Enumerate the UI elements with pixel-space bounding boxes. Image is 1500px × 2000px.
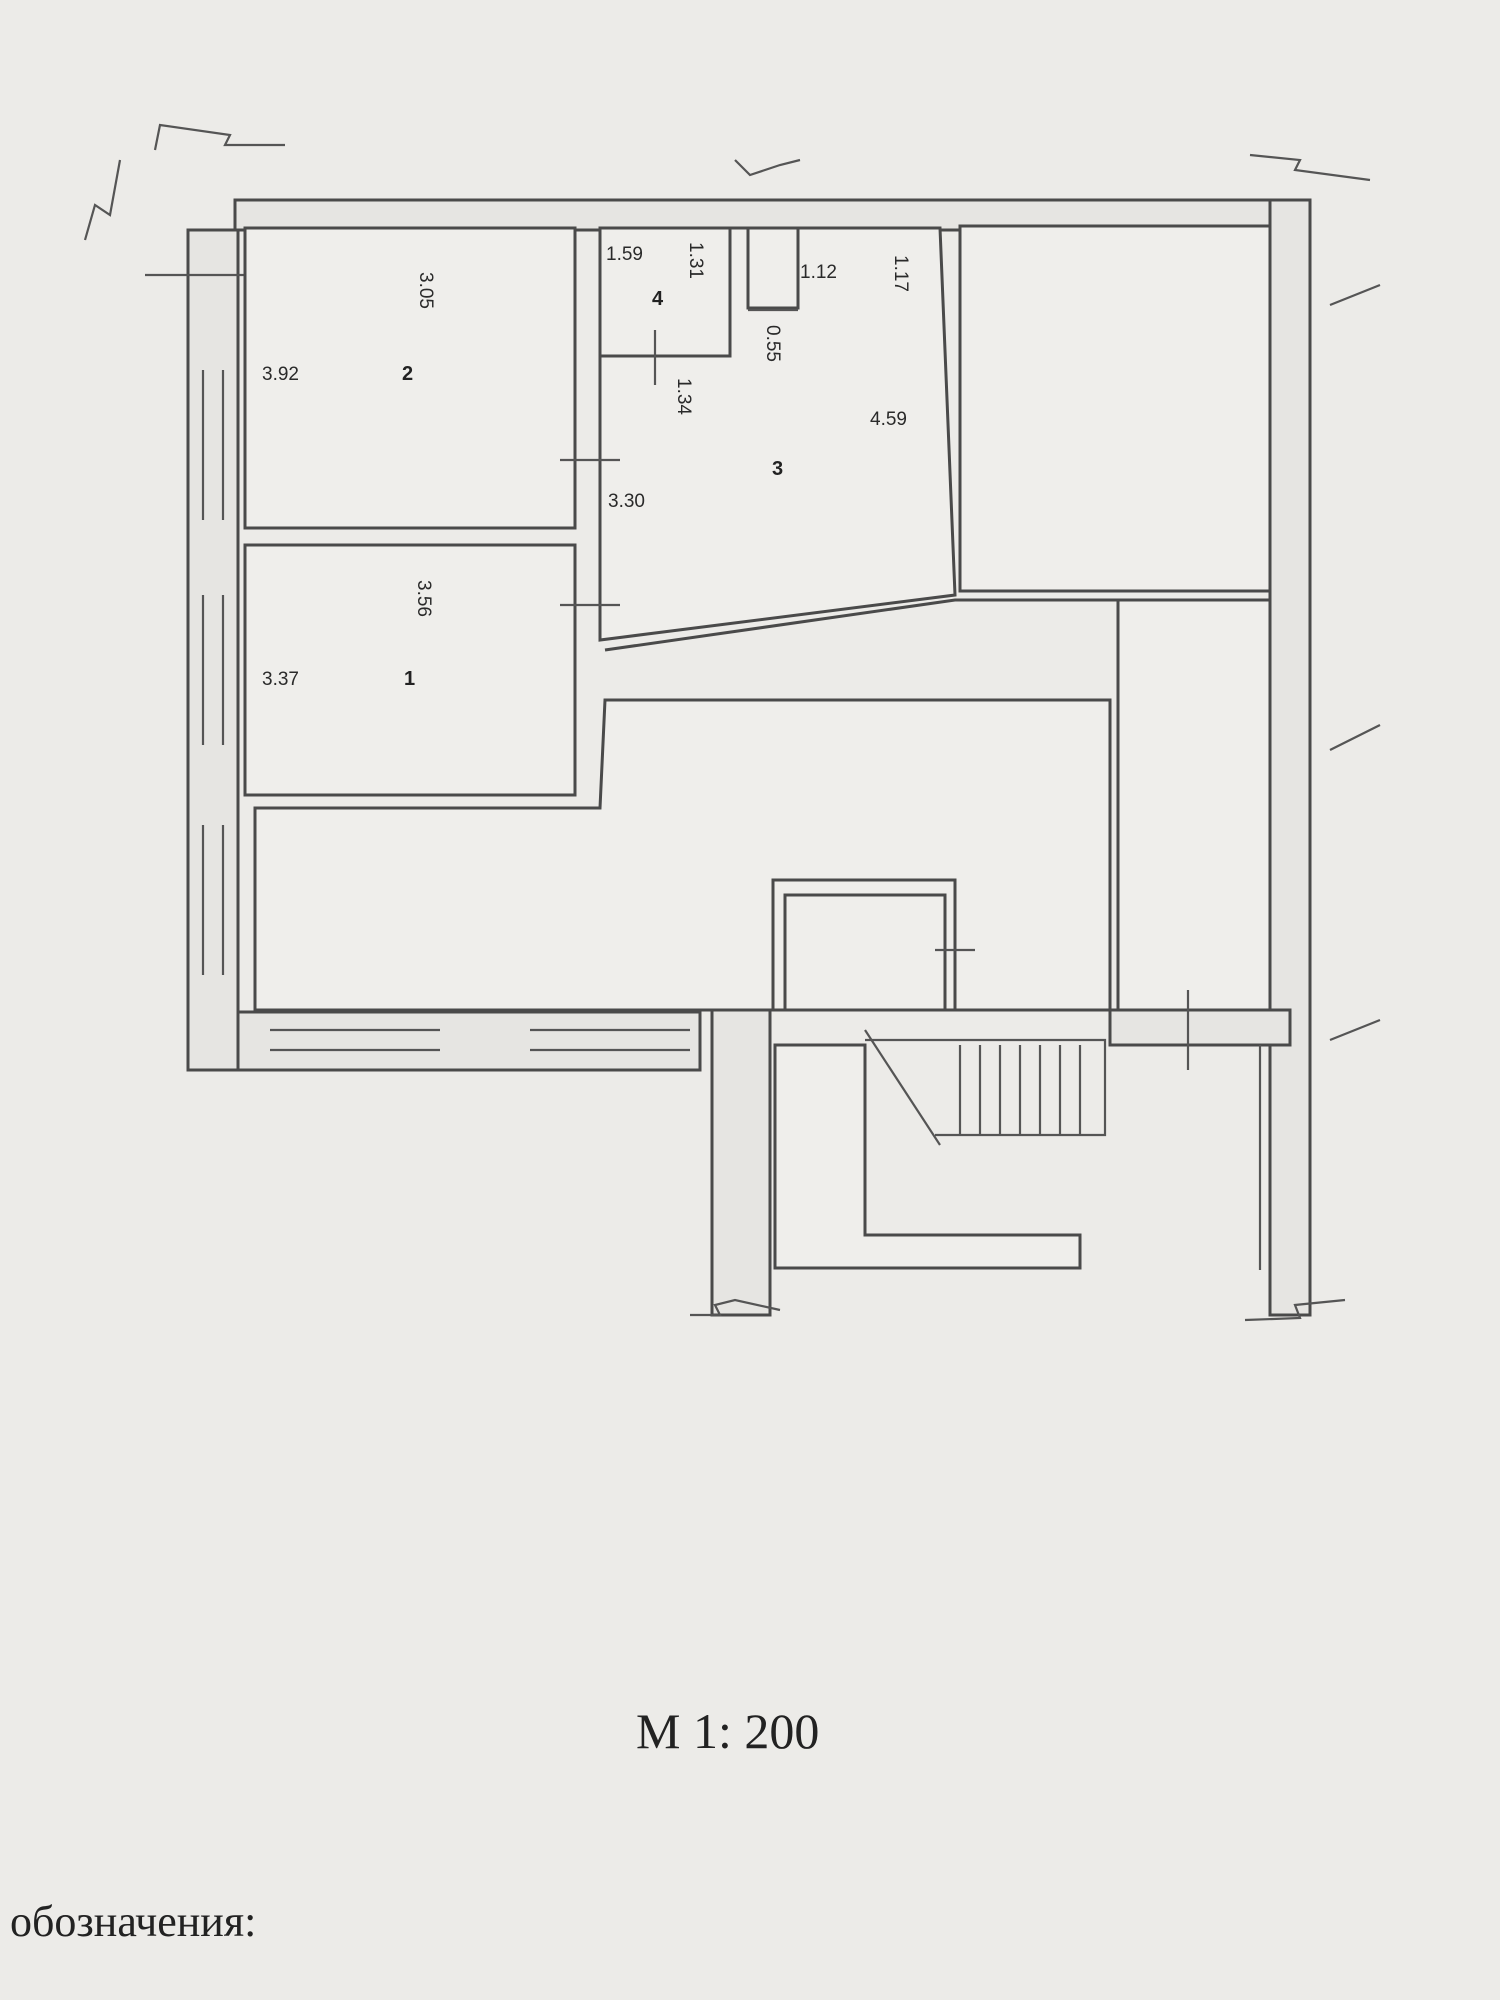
room-large bbox=[253, 698, 1112, 1012]
break-line-bottom-left bbox=[690, 1298, 781, 1317]
outer-wall-left bbox=[186, 228, 240, 1072]
break-line-top-left bbox=[153, 123, 285, 151]
break-tick-right-3 bbox=[1329, 1018, 1381, 1042]
partition-line bbox=[604, 598, 1265, 652]
room-1-number: 1 bbox=[404, 668, 415, 690]
legend-label: обозначения: bbox=[10, 1897, 257, 1946]
outer-wall-bottom bbox=[236, 1010, 702, 1072]
room-1 bbox=[243, 543, 577, 797]
dim-a: 1.12 bbox=[800, 262, 837, 283]
stair-hall bbox=[773, 1043, 1082, 1270]
dim-room3-c: 1.34 bbox=[673, 378, 694, 415]
dim-room3-b: 3.30 bbox=[608, 491, 645, 512]
corridor-wall bbox=[1108, 1008, 1292, 1047]
room-4-number: 4 bbox=[652, 288, 664, 310]
break-tick-right-1 bbox=[1329, 283, 1381, 307]
dim-room4-length: 1.31 bbox=[685, 242, 706, 279]
staircase bbox=[864, 1029, 1107, 1146]
dim-room4-width: 1.59 bbox=[606, 244, 643, 265]
dim-room1-width: 3.37 bbox=[262, 669, 299, 690]
window-bottom-1 bbox=[270, 1028, 440, 1052]
scale-label: М 1: 200 bbox=[636, 1703, 820, 1759]
dim-room2-length: 3.05 bbox=[415, 272, 436, 309]
break-tick-right-2 bbox=[1329, 724, 1381, 751]
dim-room1-length: 3.56 bbox=[413, 580, 434, 617]
window-left-3 bbox=[201, 825, 225, 975]
window-left-2 bbox=[201, 595, 225, 745]
dim-room2-width: 3.92 bbox=[262, 364, 299, 385]
window-bottom-2 bbox=[530, 1028, 690, 1052]
room-4 bbox=[598, 226, 732, 358]
dim-room3-a: 4.59 bbox=[870, 409, 907, 430]
room-3-number: 3 bbox=[772, 458, 783, 480]
break-line-bottom-right bbox=[1244, 1298, 1346, 1322]
room-right-lower bbox=[1116, 598, 1272, 1012]
break-line-top-right bbox=[1249, 153, 1371, 182]
dim-room3-d: 0.55 bbox=[762, 325, 783, 362]
room-2 bbox=[243, 226, 577, 530]
closet bbox=[746, 226, 800, 310]
window-left-1 bbox=[201, 370, 225, 520]
stair-wall-left bbox=[710, 983, 772, 1317]
dim-b: 1.17 bbox=[890, 255, 911, 292]
inner-pillar bbox=[771, 878, 957, 1012]
outer-wall-right bbox=[1268, 198, 1312, 1317]
room-2-number: 2 bbox=[402, 363, 413, 385]
break-line-left bbox=[83, 159, 122, 241]
break-line-top-mid bbox=[734, 158, 801, 177]
room-right-top bbox=[958, 224, 1272, 593]
